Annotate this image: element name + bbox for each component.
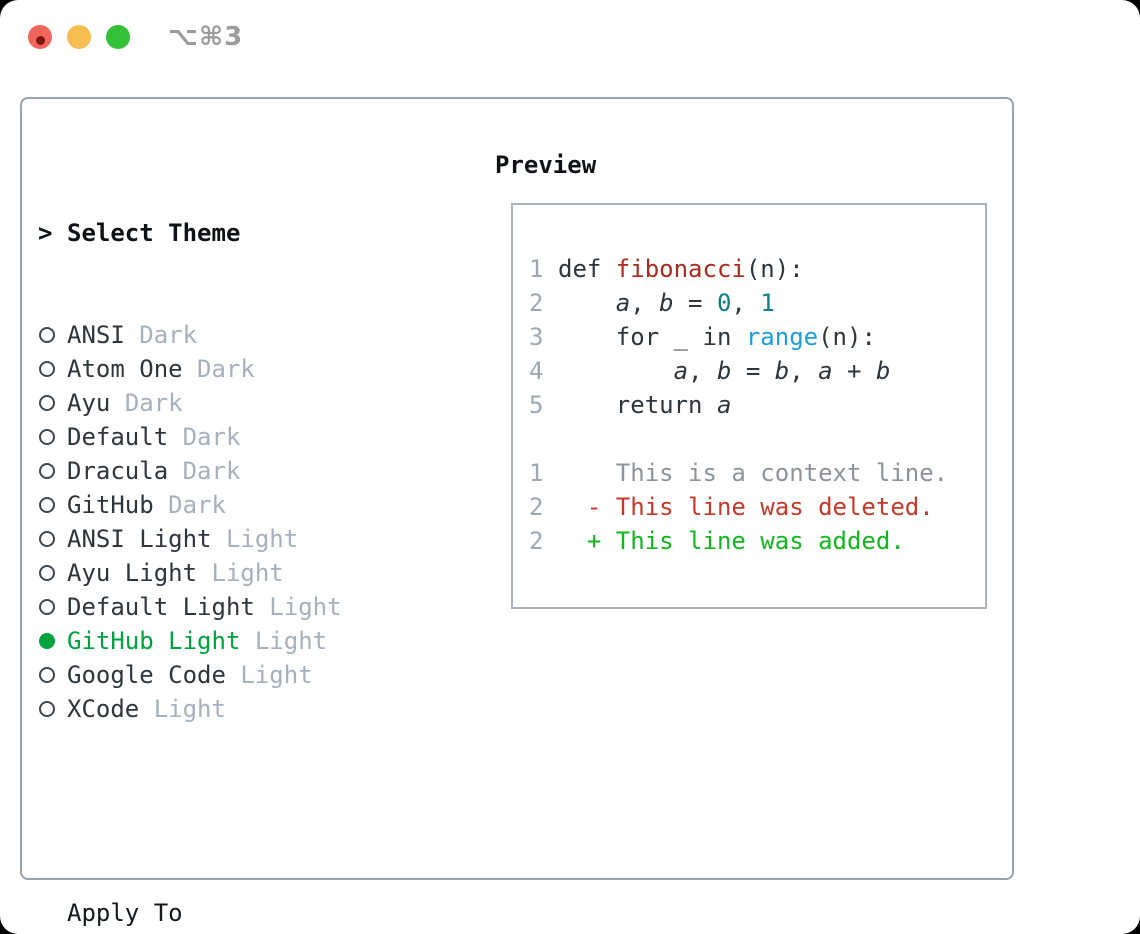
option-variant-label: Light bbox=[254, 627, 328, 655]
theme-option[interactable]: Google Code Light bbox=[38, 658, 443, 692]
code-line: 5 return a bbox=[529, 388, 985, 422]
option-variant-label: Dark bbox=[182, 423, 241, 451]
theme-option[interactable]: ANSI Dark bbox=[38, 318, 443, 352]
option-variant-label: Light bbox=[225, 525, 299, 553]
theme-option[interactable]: Ayu Light Light bbox=[38, 556, 443, 590]
line-number: 2 bbox=[529, 527, 544, 555]
radio-unselected-icon bbox=[38, 454, 67, 488]
option-label: Atom One bbox=[67, 355, 183, 383]
theme-option[interactable]: GitHub Light Light bbox=[38, 624, 443, 658]
radio-unselected-icon bbox=[38, 556, 67, 590]
line-number: 1 bbox=[529, 255, 544, 283]
radio-unselected-icon bbox=[38, 522, 67, 556]
radio-unselected-icon bbox=[38, 352, 67, 386]
option-label: Ayu Light bbox=[67, 559, 198, 587]
option-label: ANSI bbox=[67, 321, 125, 349]
radio-unselected-icon bbox=[38, 488, 67, 522]
option-label: Google Code bbox=[67, 661, 226, 689]
radio-unselected-icon bbox=[38, 420, 67, 454]
code-line bbox=[529, 422, 985, 456]
theme-option[interactable]: XCode Light bbox=[38, 692, 443, 726]
option-variant-label: Light bbox=[211, 559, 284, 587]
select-theme-title: Select Theme bbox=[67, 219, 241, 247]
option-label: ANSI Light bbox=[67, 525, 212, 553]
zoom-button[interactable] bbox=[106, 25, 130, 49]
option-variant-label: Dark bbox=[182, 457, 241, 485]
line-number: 2 bbox=[529, 493, 544, 521]
radio-unselected-icon bbox=[38, 318, 67, 352]
code-line: 1 This is a context line. bbox=[529, 456, 985, 490]
line-number: 5 bbox=[529, 391, 544, 419]
close-button[interactable] bbox=[28, 25, 52, 49]
theme-option[interactable]: Atom One Dark bbox=[38, 352, 443, 386]
option-variant-label: Dark bbox=[124, 389, 183, 417]
option-label: Dracula bbox=[67, 457, 169, 485]
option-label: Default bbox=[67, 423, 169, 451]
theme-option[interactable]: Default Dark bbox=[38, 420, 443, 454]
option-label: GitHub Light bbox=[67, 627, 241, 655]
option-label: Ayu bbox=[67, 389, 111, 417]
theme-option[interactable]: GitHub Dark bbox=[38, 488, 443, 522]
select-theme-header: > Select Theme bbox=[38, 216, 443, 250]
title-bar: ⌥⌘3 bbox=[0, 0, 1140, 75]
option-label: XCode bbox=[67, 695, 140, 723]
line-number: 1 bbox=[529, 459, 544, 487]
line-number: 3 bbox=[529, 323, 544, 351]
minimize-button[interactable] bbox=[67, 25, 91, 49]
option-variant-label: Dark bbox=[168, 491, 226, 519]
line-number: 2 bbox=[529, 289, 544, 317]
option-variant-label: Dark bbox=[139, 321, 198, 349]
radio-unselected-icon bbox=[38, 386, 67, 420]
line-number: 4 bbox=[529, 357, 544, 385]
option-label: GitHub bbox=[67, 491, 154, 519]
option-variant-label: Light bbox=[153, 695, 226, 723]
option-variant-label: Dark bbox=[197, 355, 255, 383]
apply-to-title: Apply To bbox=[67, 899, 183, 927]
radio-selected-icon bbox=[38, 624, 67, 658]
spacer bbox=[38, 794, 443, 828]
radio-unselected-icon bbox=[38, 658, 67, 692]
code-line: 4 a, b = b, a + b bbox=[529, 354, 985, 388]
option-variant-label: Light bbox=[240, 661, 313, 689]
preview-title: Preview bbox=[495, 151, 597, 179]
code-line: 2 + This line was added. bbox=[529, 524, 985, 558]
theme-option[interactable]: Default Light Light bbox=[38, 590, 443, 624]
code-line: 3 for _ in range(n): bbox=[529, 320, 985, 354]
radio-unselected-icon bbox=[38, 692, 67, 726]
line-number bbox=[529, 422, 558, 456]
code-line: 2 a, b = 0, 1 bbox=[529, 286, 985, 320]
window-title: ⌥⌘3 bbox=[168, 22, 244, 52]
code-line: 2 - This line was deleted. bbox=[529, 490, 985, 524]
theme-option[interactable]: Ayu Dark bbox=[38, 386, 443, 420]
theme-option[interactable]: ANSI Light Light bbox=[38, 522, 443, 556]
option-variant-label: Light bbox=[269, 593, 342, 621]
apply-to-header: Apply To bbox=[38, 896, 443, 930]
cursor-arrow-icon: > bbox=[38, 219, 53, 247]
option-label: Default Light bbox=[67, 593, 255, 621]
theme-option[interactable]: Dracula Dark bbox=[38, 454, 443, 488]
radio-unselected-icon bbox=[38, 590, 67, 624]
